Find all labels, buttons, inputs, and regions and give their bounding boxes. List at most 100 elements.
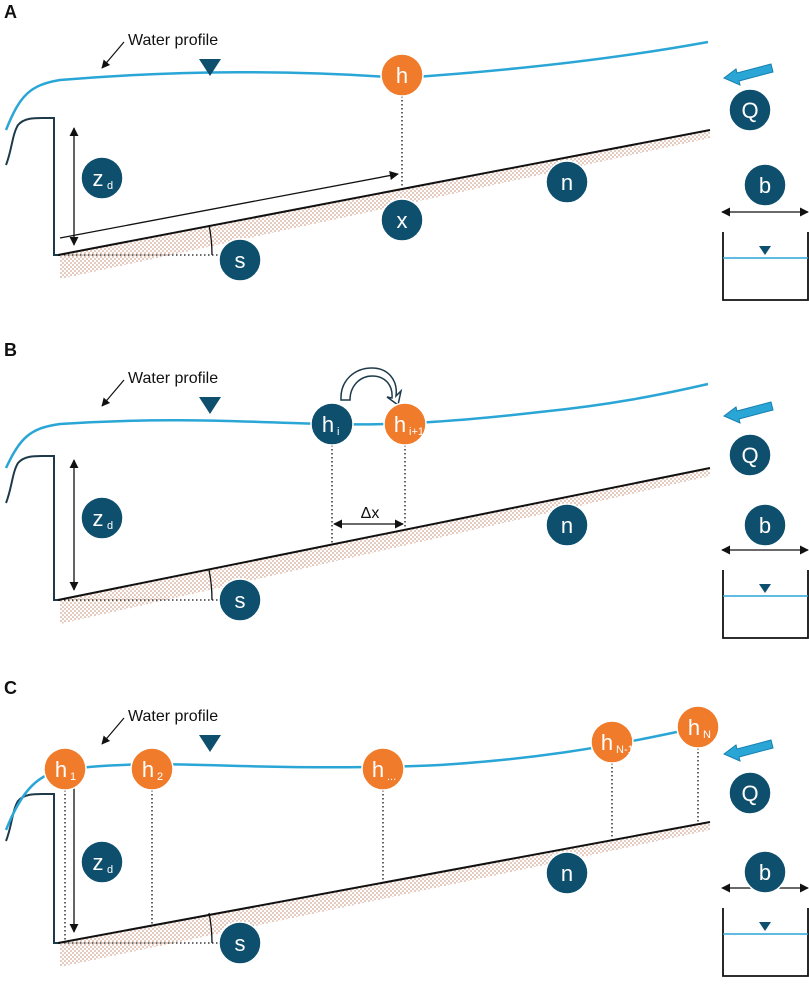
variable-hN-bubble-subscript: N bbox=[703, 729, 711, 741]
water-level-marker bbox=[199, 397, 221, 414]
slope-angle-arc bbox=[208, 569, 213, 601]
water-surface bbox=[4, 40, 709, 131]
variable-Q-bubble-label: Q bbox=[741, 98, 758, 123]
variable-zd-bubble-circle bbox=[80, 496, 124, 540]
variable-hN-bubble-circle bbox=[676, 705, 720, 749]
cross-section-outline bbox=[722, 570, 809, 639]
variable-zd-bubble-label: z bbox=[93, 166, 104, 191]
cross-section-outline bbox=[722, 908, 809, 977]
panel-label: A bbox=[4, 2, 17, 22]
variable-zd-bubble-subscript: d bbox=[107, 520, 113, 532]
variable-zd-bubble-subscript: d bbox=[107, 180, 113, 192]
flow-arrow bbox=[723, 63, 774, 86]
variable-h-bubble-circle bbox=[380, 53, 424, 97]
variable-b-bubble-circle bbox=[743, 163, 787, 207]
dx-label: Δx bbox=[361, 505, 380, 522]
water-level-marker bbox=[199, 59, 221, 76]
variable-hdots-bubble: h... bbox=[361, 747, 405, 791]
dam-outline bbox=[5, 793, 60, 944]
variable-b-bubble: b bbox=[743, 163, 787, 207]
water-surface bbox=[4, 382, 709, 469]
variable-s-bubble-circle bbox=[218, 578, 262, 622]
variable-hdots-bubble-subscript: ... bbox=[387, 771, 396, 783]
water-profile-arrow bbox=[101, 717, 125, 745]
variable-s-bubble: s bbox=[218, 238, 262, 282]
variable-x-bubble-circle bbox=[380, 198, 424, 242]
variable-n-bubble: n bbox=[545, 851, 589, 895]
water-profile-label: Water profile bbox=[128, 370, 218, 387]
variable-n-bubble-label: n bbox=[561, 513, 573, 538]
variable-x-bubble: x bbox=[380, 198, 424, 242]
variable-h2-bubble-label: h bbox=[142, 757, 154, 782]
variable-b-bubble-circle bbox=[743, 503, 787, 547]
water-profile-arrow bbox=[101, 379, 125, 407]
variable-b-bubble-label: b bbox=[759, 860, 771, 885]
variable-n-bubble: n bbox=[545, 160, 589, 204]
variable-hi-bubble-label: h bbox=[322, 412, 334, 437]
cross-section-outline bbox=[722, 232, 809, 301]
variable-h1-bubble-label: h bbox=[55, 757, 67, 782]
variable-hN1-bubble-subscript: N-1 bbox=[616, 744, 634, 756]
variable-n-bubble-label: n bbox=[561, 861, 573, 886]
variable-hN1-bubble-label: h bbox=[601, 730, 613, 755]
dam-outline bbox=[5, 455, 60, 601]
variable-hN1-bubble-circle bbox=[590, 720, 634, 764]
variable-zd-bubble-circle bbox=[80, 840, 124, 884]
cross-section-level-marker bbox=[759, 922, 771, 931]
variable-s-bubble-circle bbox=[218, 921, 262, 965]
x-distance-arrow bbox=[59, 171, 399, 239]
flow-arrow bbox=[723, 401, 774, 424]
variable-Q-bubble-circle bbox=[728, 88, 772, 132]
variable-s-bubble-label: s bbox=[235, 931, 246, 956]
variable-s-bubble: s bbox=[218, 578, 262, 622]
cross-section-level-marker bbox=[759, 584, 771, 593]
variable-hi-bubble-circle bbox=[310, 402, 354, 446]
variable-h1-bubble-circle bbox=[43, 747, 87, 791]
water-profile-label: Water profile bbox=[128, 32, 218, 49]
variable-b-bubble-circle bbox=[743, 850, 787, 894]
variable-hi1-bubble-label: h bbox=[394, 412, 406, 437]
variable-zd-bubble-label: z bbox=[93, 850, 104, 875]
variable-h-bubble: h bbox=[380, 53, 424, 97]
variable-s-bubble-circle bbox=[218, 238, 262, 282]
variable-s-bubble-label: s bbox=[235, 248, 246, 273]
variable-n-bubble: n bbox=[545, 503, 589, 547]
panel-label: C bbox=[4, 678, 17, 698]
slope-angle-arc bbox=[208, 224, 213, 256]
variable-Q-bubble-circle bbox=[728, 433, 772, 477]
cross-section-level-marker bbox=[759, 246, 771, 255]
panel-label: B bbox=[4, 340, 17, 360]
channel-bed bbox=[57, 821, 711, 944]
variable-n-bubble-circle bbox=[545, 851, 589, 895]
step-arrow-icon bbox=[340, 367, 403, 407]
variable-x-bubble-label: x bbox=[397, 208, 408, 233]
variable-hi-bubble-subscript: i bbox=[337, 426, 339, 438]
variable-zd-bubble-circle bbox=[80, 156, 124, 200]
variable-hN-bubble-label: h bbox=[688, 715, 700, 740]
variable-Q-bubble-circle bbox=[728, 771, 772, 815]
channel-bed bbox=[57, 467, 711, 601]
soil-hatch bbox=[60, 822, 710, 967]
water-profile-label: Water profile bbox=[128, 708, 218, 725]
variable-zd-bubble-label: z bbox=[93, 506, 104, 531]
variable-b-bubble: b bbox=[743, 850, 787, 894]
variable-hi1-bubble-circle bbox=[383, 402, 427, 446]
slope-angle-arc bbox=[208, 912, 213, 944]
variable-n-bubble-circle bbox=[545, 503, 589, 547]
variable-n-bubble-label: n bbox=[561, 170, 573, 195]
variable-Q-bubble: Q bbox=[728, 88, 772, 132]
dam-outline bbox=[5, 117, 60, 256]
soil-hatch bbox=[60, 468, 710, 624]
variable-hi1-bubble-subscript: i+1 bbox=[409, 426, 424, 438]
variable-b-bubble-label: b bbox=[759, 513, 771, 538]
variable-Q-bubble: Q bbox=[728, 771, 772, 815]
